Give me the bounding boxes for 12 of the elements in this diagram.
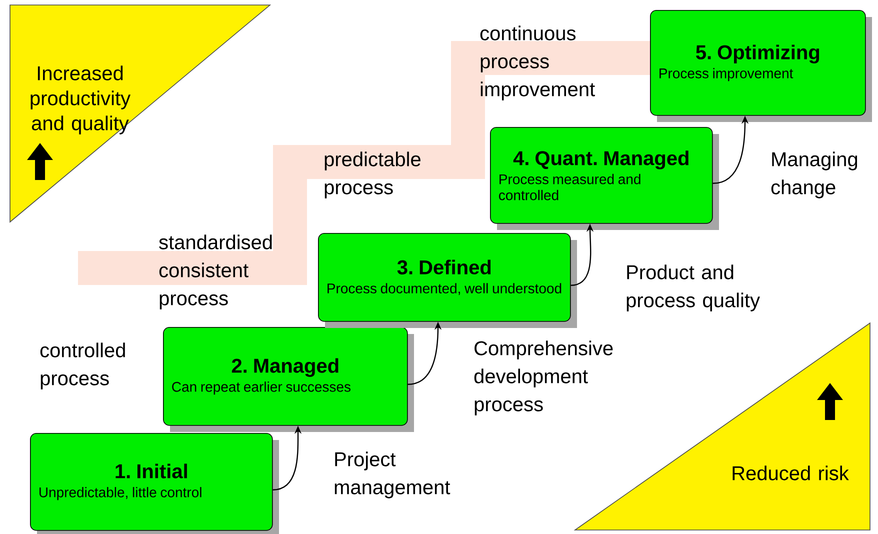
stage-label: standardised consistent process [159,234,272,310]
edge-label: Project management [334,452,450,498]
stage-label: controlled process [40,342,125,390]
level-box: 4. Quant. Managed Process measured and controlled [490,127,719,230]
level-box: 5. Optimizing Process improvement [650,10,872,122]
edge-label: Managing change [771,152,858,198]
stage-label: predictable process [324,152,420,198]
level-box: 3. Defined Process documented, well understood [318,233,577,328]
level-box: 1. Initial Unpredictable, little control [30,433,279,534]
edge-label: Product and process quality [626,264,760,312]
stage-label: continuous process improvement [480,26,595,100]
level-box: 2. Managed Can repeat earlier successes [163,327,414,432]
